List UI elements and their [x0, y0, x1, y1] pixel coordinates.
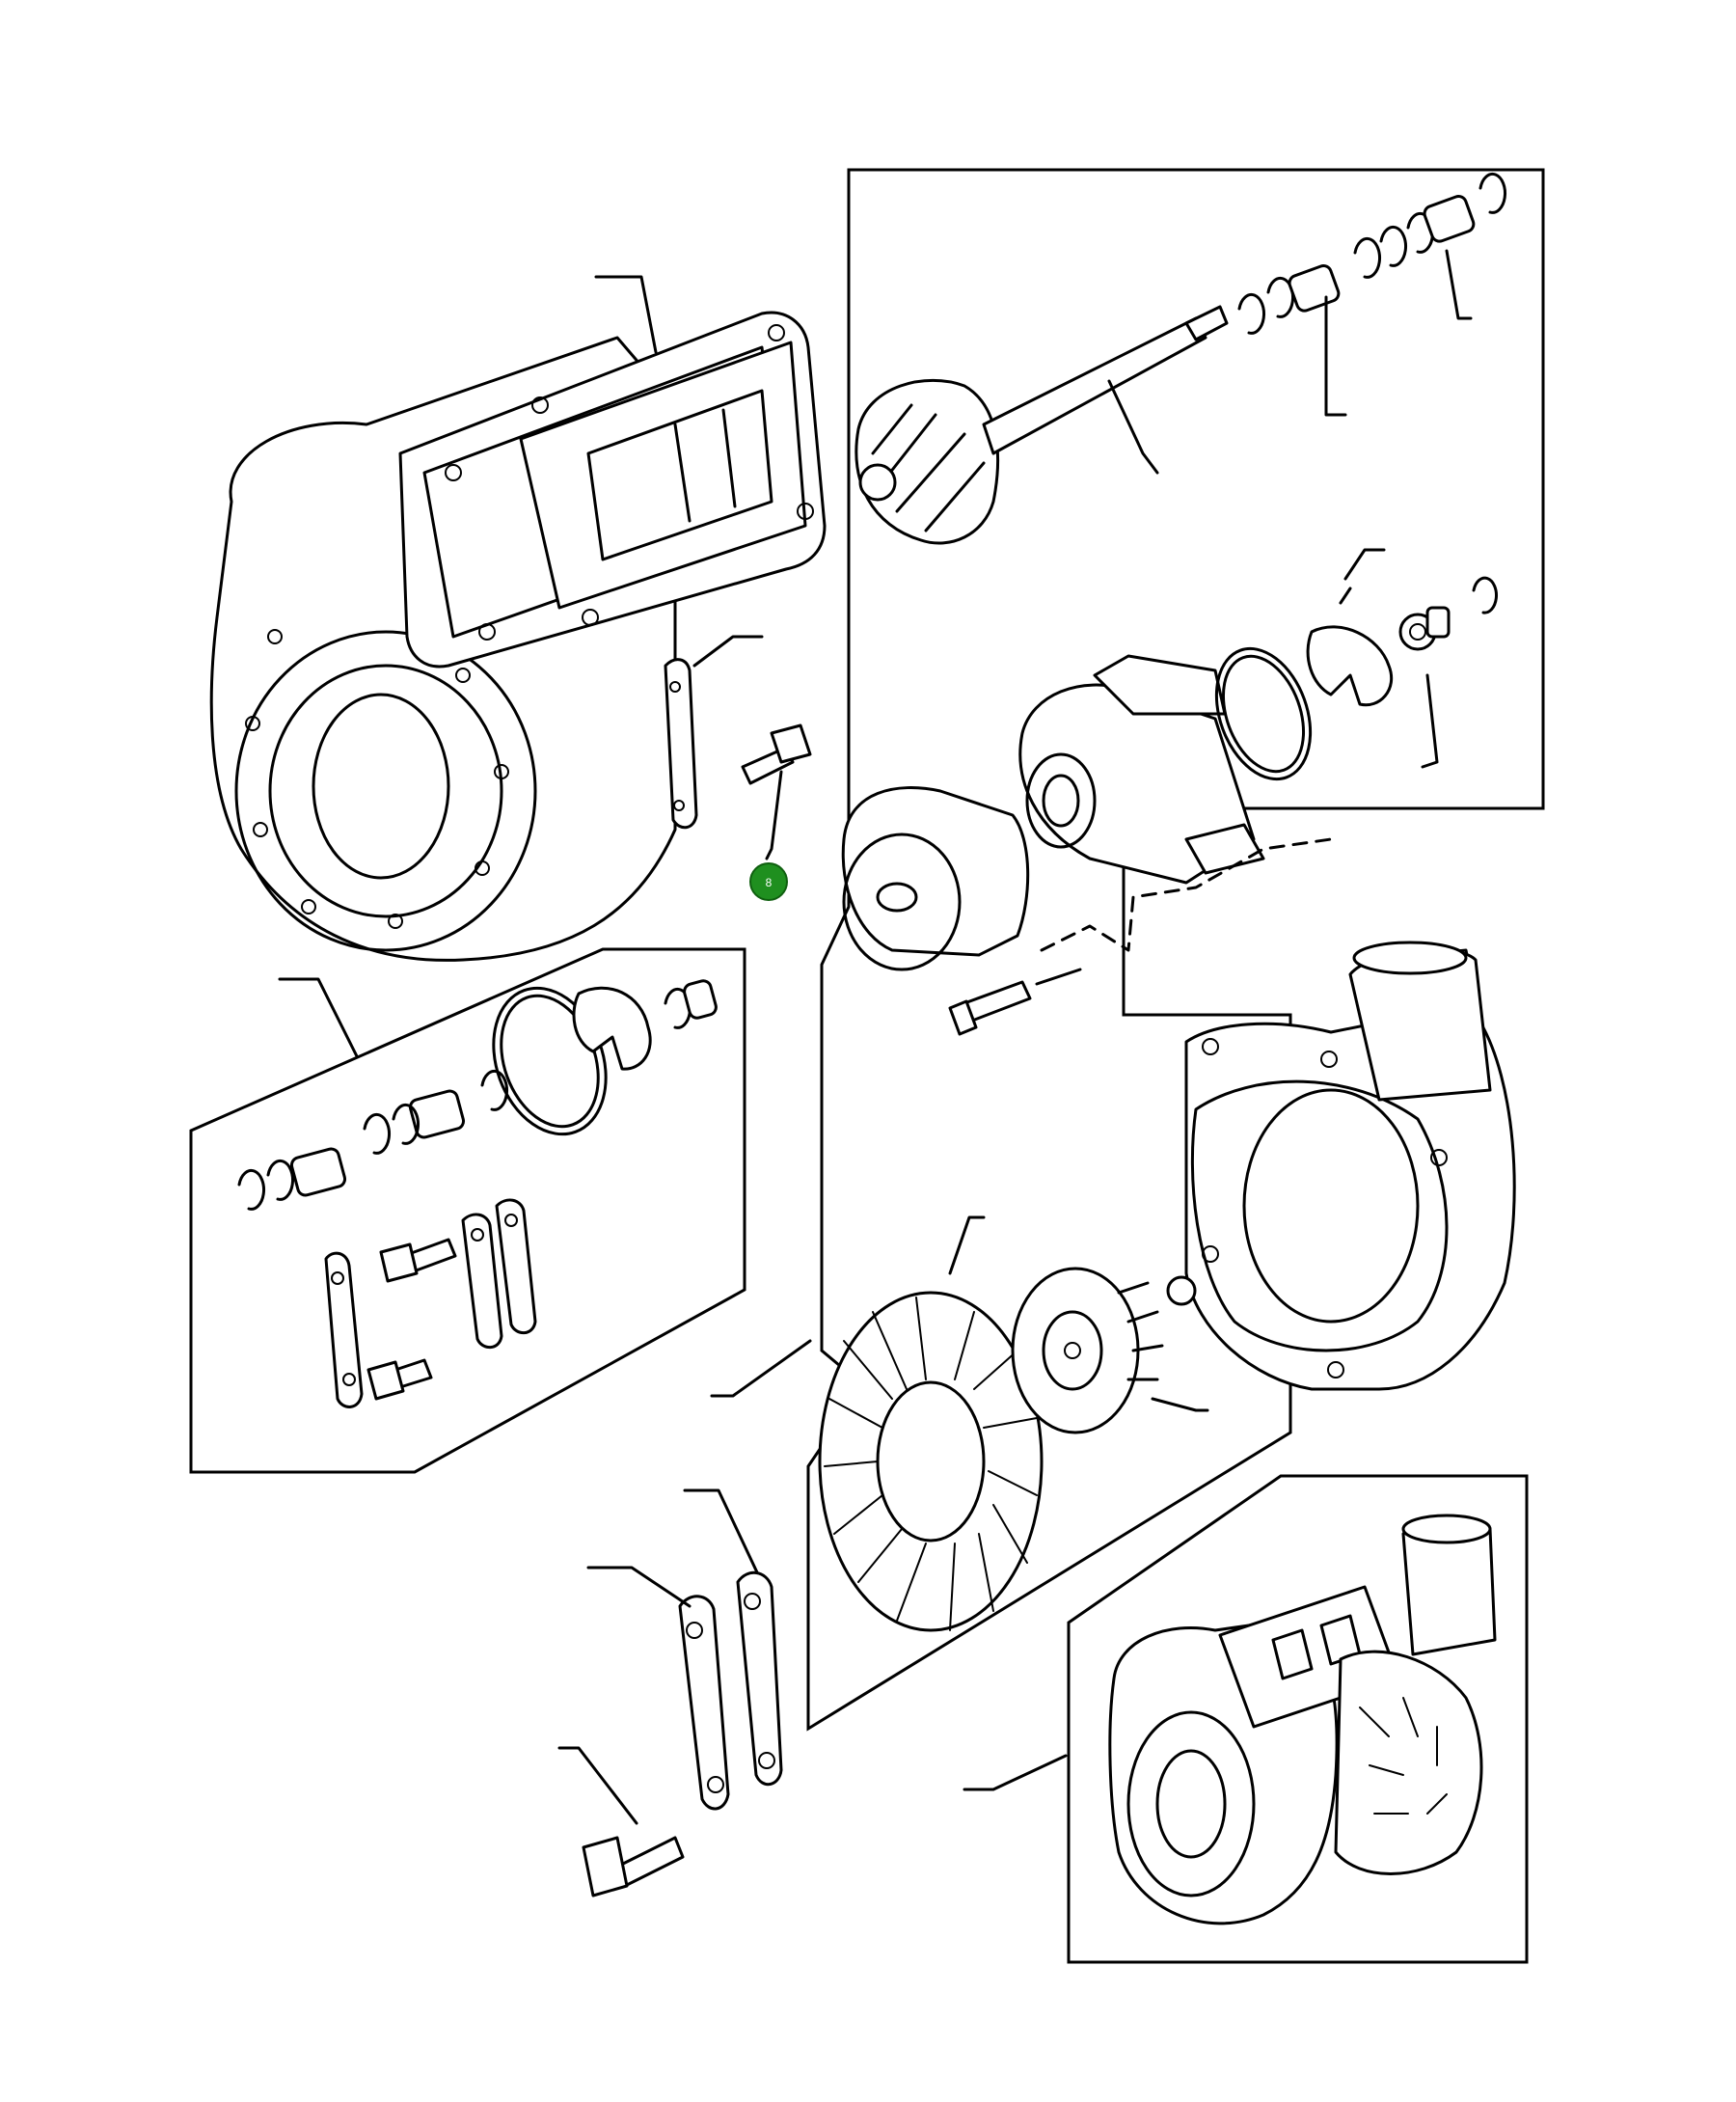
group-frames: [189, 168, 1545, 1964]
shaft-bearings-top: [1237, 172, 1506, 417]
bearing-housing: [841, 548, 1498, 1036]
compressor-impeller: [1011, 1267, 1209, 1434]
hotspot-8-marker[interactable]: [749, 862, 788, 901]
frame-rotor-assembly: [806, 168, 1545, 1732]
frame-bearing-kit: [189, 947, 746, 1474]
turbine-housing: [209, 275, 827, 962]
bearing-kit-parts: [237, 977, 718, 1408]
hotspot-8[interactable]: 8: [749, 862, 788, 901]
lower-lock-plates: [557, 1488, 783, 1897]
complete-turbocharger: [963, 1514, 1497, 1925]
turbine-shaft: [854, 305, 1229, 545]
diffuser-plate: [710, 1215, 1044, 1632]
hotspot-8-label: 8: [766, 876, 773, 889]
lock-tab-upper: [664, 635, 812, 860]
compressor-housing: [1184, 941, 1516, 1391]
frame-complete-turbo: [1067, 1474, 1529, 1964]
